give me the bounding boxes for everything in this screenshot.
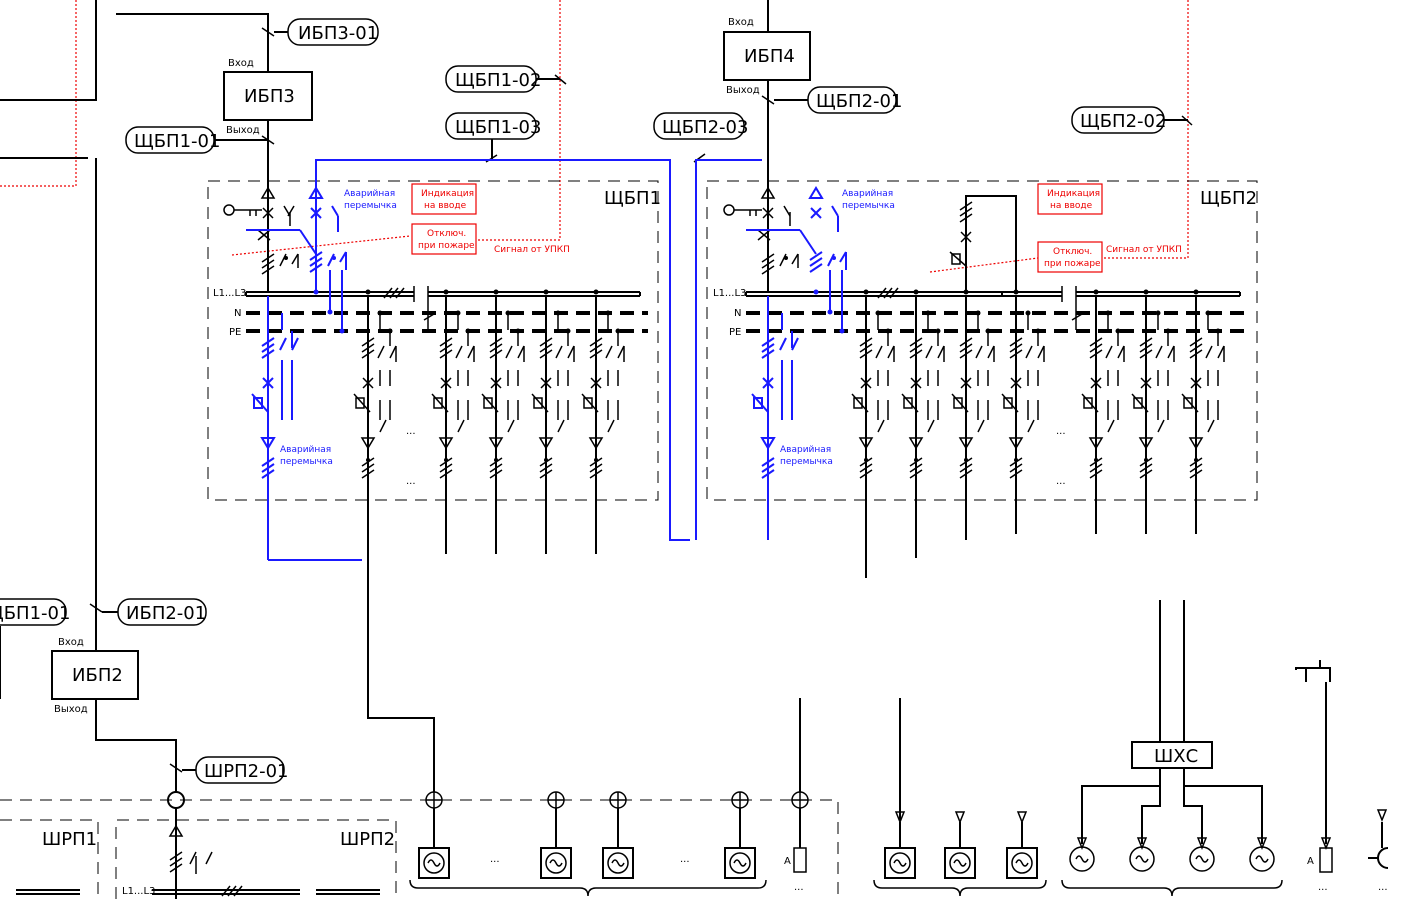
svg-text:ШРП2-01: ШРП2-01 — [204, 761, 289, 782]
tag-shchbp2-01: ЩБП2-01 — [807, 86, 902, 114]
svg-text:ЩБП1-01: ЩБП1-01 — [0, 603, 70, 624]
upkp-label-1: Сигнал от УПКП — [494, 245, 570, 255]
upkp-label-2: Сигнал от УПКП — [1106, 245, 1182, 255]
tag-shchbp2-02: ЩБП2-02 — [1071, 106, 1193, 134]
shchbp2-feeders — [851, 289, 1225, 500]
indication-label-2a: Индикация — [1047, 189, 1100, 199]
tag-shchbp1-01-left: ЩБП1-01 — [0, 598, 70, 626]
shchbp1-feeders — [353, 289, 625, 500]
ellipsis-2b: ... — [1056, 476, 1066, 487]
ammeter-label-2: A — [1307, 856, 1314, 867]
jumper-bottom-label-2b: перемычка — [780, 457, 833, 467]
tag-shrp2-01: ШРП2-01 — [195, 756, 289, 784]
svg-text:ЩБП1-02: ЩБП1-02 — [455, 70, 541, 91]
svg-text:ЩБП2-01: ЩБП2-01 — [816, 91, 902, 112]
bus-n-label-1: N — [234, 308, 241, 319]
jumper-bottom-label-1a: Аварийная — [280, 445, 331, 455]
cable-routing: ШХС — [367, 500, 1331, 844]
panel-shrp2-title: ШРП2 — [340, 829, 395, 850]
ups2-output-label: Выход — [54, 704, 88, 715]
panel-shchbp2: ЩБП2 L1...L3 N PE — [695, 159, 1258, 540]
jumper-top-label-2b: перемычка — [842, 201, 895, 211]
ammeter-label-1: A — [784, 856, 791, 867]
svg-text:ЩБП2-02: ЩБП2-02 — [1080, 111, 1166, 132]
bus-pe-label-1: PE — [229, 327, 241, 338]
ups2-block: Вход ИБП2 Выход — [0, 603, 213, 899]
bus-l-label-1: L1...L3 — [213, 288, 246, 299]
tag-shchbp1-01: ЩБП1-01 — [125, 126, 220, 154]
tag-shchbp1-02: ЩБП1-02 — [445, 65, 567, 93]
svg-text:ИБП2-01: ИБП2-01 — [126, 603, 206, 624]
left-feeders — [0, 0, 288, 650]
shhs-title: ШХС — [1154, 746, 1198, 767]
ellipsis-loads-c: ... — [794, 882, 804, 893]
bus-l-label-3: L1...L3 — [122, 886, 155, 897]
ellipsis-2a: ... — [1056, 426, 1066, 437]
ups4-block: Вход ИБП4 Выход — [723, 0, 811, 180]
ups2-title: ИБП2 — [72, 665, 123, 686]
ups3-input-label: Вход — [228, 58, 254, 69]
svg-text:ИБП3-01: ИБП3-01 — [298, 23, 378, 44]
ups3-title: ИБП3 — [244, 86, 295, 107]
panel-shchbp1-title: ЩБП1 — [604, 188, 661, 209]
panel-shchbp1: ЩБП1 L1...L3 N PE — [207, 159, 690, 561]
ups3-output-label: Выход — [226, 125, 260, 136]
indication-label-1a: Индикация — [421, 189, 474, 199]
ups4-title: ИБП4 — [744, 46, 795, 67]
tag-ibp2-01: ИБП2-01 — [117, 598, 207, 626]
jumper-top-label-1b: перемычка — [344, 201, 397, 211]
svg-text:ЩБП1-03: ЩБП1-03 — [455, 117, 541, 138]
ups2-input-label: Вход — [58, 637, 84, 648]
svg-text:ЩБП2-03: ЩБП2-03 — [662, 117, 748, 138]
ups4-input-label: Вход — [728, 17, 754, 28]
fire-label-1a: Отключ. — [427, 229, 466, 239]
jumper-top-label-1a: Аварийная — [344, 189, 395, 199]
ellipsis-loads-b: ... — [490, 854, 500, 865]
panel-shchbp2-title: ЩБП2 — [1200, 188, 1257, 209]
fire-label-2a: Отключ. — [1053, 247, 1092, 257]
indication-label-2b: на вводе — [1050, 201, 1093, 211]
ellipsis-1b: ... — [406, 476, 416, 487]
bus-n-label-2: N — [734, 308, 741, 319]
ellipsis-loads-e: ... — [1378, 882, 1388, 893]
ups4-output-label: Выход — [726, 85, 760, 96]
jumper-bottom-label-1b: перемычка — [280, 457, 333, 467]
lower-frames: ШРП1 ШРП2 L1...L3 ... ... ... ... ... — [0, 799, 1388, 899]
svg-text:ЩБП1-01: ЩБП1-01 — [134, 131, 220, 152]
bus-pe-label-2: PE — [729, 327, 741, 338]
jumper-top-label-2a: Аварийная — [842, 189, 893, 199]
ellipsis-1a: ... — [406, 426, 416, 437]
ups3-block: Вход ИБП3 Выход — [223, 58, 313, 136]
indication-label-1b: на вводе — [424, 201, 467, 211]
ellipsis-loads-a: ... — [680, 854, 690, 865]
ellipsis-loads-d: ... — [1318, 882, 1328, 893]
tag-ibp3-01: ИБП3-01 — [287, 18, 379, 46]
panel-shrp1-title: ШРП1 — [42, 829, 97, 850]
fire-label-1b: при пожаре — [418, 241, 475, 251]
fire-label-2b: при пожаре — [1044, 259, 1101, 269]
tag-shchbp1-03: ЩБП1-03 — [445, 112, 541, 163]
tag-shchbp2-03: ЩБП2-03 — [653, 112, 748, 163]
jumper-bottom-label-2a: Аварийная — [780, 445, 831, 455]
bus-l-label-2: L1...L3 — [713, 288, 746, 299]
